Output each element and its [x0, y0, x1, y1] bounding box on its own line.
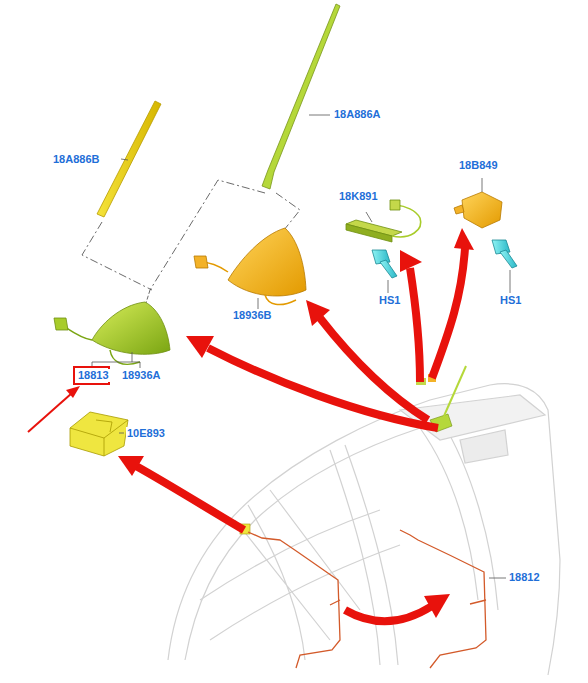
callout-number: 18813: [77, 369, 110, 382]
callout-number: HS1: [499, 294, 522, 307]
callout-number: 18A886B: [52, 153, 100, 166]
callout-number: HS1: [378, 294, 401, 307]
callout-number: 18A886A: [333, 108, 381, 121]
callout-number: 18B849: [458, 159, 499, 172]
car-body: [168, 384, 560, 675]
callout-number: 18812: [508, 571, 541, 584]
callout-number: 18K891: [338, 190, 379, 203]
callout-number: 18936A: [121, 369, 162, 382]
callout-number: 10E893: [126, 427, 166, 440]
callout-number: 18936B: [232, 309, 273, 322]
